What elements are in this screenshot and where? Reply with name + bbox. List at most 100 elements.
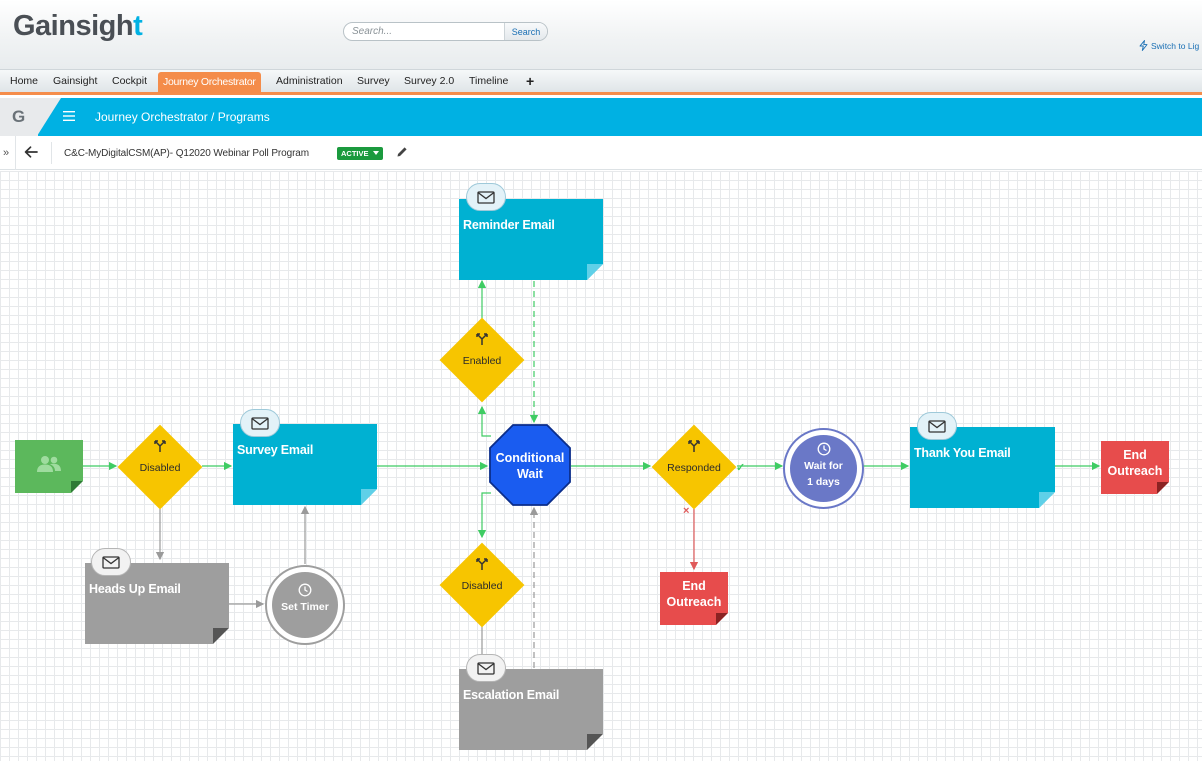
tab-survey[interactable]: Survey <box>357 75 390 87</box>
gainsight-logo[interactable]: Gainsight <box>13 10 143 43</box>
logo-text: Gainsigh <box>13 10 134 42</box>
tab-administration[interactable]: Administration <box>276 75 343 87</box>
condition-label: Disabled <box>461 580 503 592</box>
condition-disabled-start[interactable]: Disabled <box>117 424 203 510</box>
heads-up-email-node[interactable]: Heads Up Email <box>85 563 229 644</box>
timer-inner <box>272 572 338 638</box>
tab-journey-orchestrator[interactable]: Journey Orchestrator <box>158 72 261 93</box>
app-bar: G Journey Orchestrator / Programs <box>0 98 1202 136</box>
search-box: Search <box>343 22 548 41</box>
lightning-icon <box>1139 40 1148 51</box>
tab-survey-2[interactable]: Survey 2.0 <box>404 75 455 87</box>
toolbar-divider <box>51 142 52 164</box>
node-fold <box>587 264 603 280</box>
start-node[interactable] <box>15 440 83 493</box>
end-line1: End <box>1123 448 1147 462</box>
envelope-icon <box>477 661 495 675</box>
conditional-wait-label: Conditional Wait <box>489 450 571 482</box>
thank-you-email-badge <box>917 412 957 440</box>
end-line1: End <box>682 579 706 593</box>
reminder-email-node[interactable]: Reminder Email <box>459 199 603 280</box>
conditional-wait-line2: Wait <box>517 467 543 481</box>
wait-label: Wait for 1 days <box>785 458 862 490</box>
switch-link-label: Switch to Lig <box>1151 41 1200 51</box>
toolbar-divider <box>15 136 16 170</box>
end-line2: Outreach <box>1107 464 1163 478</box>
condition-responded[interactable]: Responded <box>651 424 737 510</box>
app-logo-letter: G <box>12 107 26 126</box>
search-button[interactable]: Search <box>504 23 547 40</box>
edge-wait-disabled2 <box>477 492 491 539</box>
email-node-title: Thank You Email <box>914 446 1011 460</box>
conditional-wait-line1: Conditional <box>495 451 565 465</box>
caret-down-icon <box>372 151 379 155</box>
edge-wait-enabled <box>477 405 491 437</box>
node-fold <box>361 489 377 505</box>
connector-lines <box>83 279 1101 668</box>
envelope-icon <box>477 190 495 204</box>
journey-canvas[interactable]: ✓ × Disabled Enabled Disabled <box>0 171 1202 761</box>
back-arrow-icon[interactable] <box>24 146 38 158</box>
cross-icon: × <box>683 505 690 517</box>
tab-home[interactable]: Home <box>10 75 39 87</box>
email-node-title: Survey Email <box>237 443 314 457</box>
app-logo-block-edge <box>37 98 61 136</box>
search-input[interactable] <box>344 23 506 40</box>
node-fold <box>716 613 728 625</box>
email-node-title: Escalation Email <box>463 688 560 702</box>
node-fold <box>587 734 603 750</box>
envelope-icon <box>928 419 946 433</box>
branch-icon <box>688 440 700 452</box>
branch-icon <box>154 440 166 452</box>
conditional-wait-node[interactable] <box>489 424 571 506</box>
participants-icon <box>36 455 62 473</box>
app-logo-block[interactable]: G <box>0 98 38 136</box>
add-tab-button[interactable]: + <box>526 73 535 89</box>
email-node-title: Heads Up Email <box>89 582 181 596</box>
program-toolbar: » C&C-MyDigitalCSM(AP)- Q12020 Webinar P… <box>0 136 1202 170</box>
condition-label: Responded <box>667 462 721 474</box>
tab-gainsight[interactable]: Gainsight <box>53 75 98 87</box>
node-fold <box>1157 482 1169 494</box>
branch-icon <box>476 333 488 345</box>
escalation-email-badge <box>466 654 506 682</box>
pencil-edit-icon[interactable] <box>396 146 408 158</box>
switch-to-lightning-link[interactable]: Switch to Lig <box>1139 40 1199 51</box>
clock-icon <box>298 583 312 597</box>
end-outreach-node-right[interactable]: End Outreach <box>1101 441 1169 494</box>
end-line2: Outreach <box>666 595 722 609</box>
expand-panel-icon[interactable]: » <box>3 147 10 159</box>
node-fold <box>71 481 83 493</box>
node-fold <box>1039 492 1055 508</box>
email-node-title: Reminder Email <box>463 218 555 232</box>
wait-line2: 1 days <box>807 476 840 488</box>
condition-label: Enabled <box>462 355 502 367</box>
end-outreach-node-mid[interactable]: End Outreach <box>660 572 728 625</box>
condition-enabled[interactable]: Enabled <box>439 317 525 403</box>
program-title: C&C-MyDigitalCSM(AP)- Q12020 Webinar Pol… <box>64 148 309 159</box>
survey-email-node[interactable]: Survey Email <box>233 424 377 505</box>
set-timer-node[interactable]: Set Timer <box>265 565 345 645</box>
logo-accent-text: t <box>133 10 143 42</box>
tab-timeline[interactable]: Timeline <box>469 75 509 87</box>
tab-cockpit[interactable]: Cockpit <box>112 75 148 87</box>
breadcrumb[interactable]: Journey Orchestrator / Programs <box>95 110 270 124</box>
timer-label: Set Timer <box>281 601 329 613</box>
branch-icon <box>476 558 488 570</box>
clock-icon <box>817 442 831 456</box>
escalation-email-node[interactable]: Escalation Email <box>459 669 603 750</box>
reminder-email-badge <box>466 183 506 211</box>
status-dropdown[interactable]: ACTIVE <box>337 147 383 160</box>
condition-disabled-bottom[interactable]: Disabled <box>439 542 525 628</box>
wait-line1: Wait for <box>804 460 843 472</box>
main-nav: Home Gainsight Cockpit Journey Orchestra… <box>0 70 1202 95</box>
wait-for-node[interactable]: Wait for 1 days <box>783 428 864 509</box>
top-header: Gainsight Search Switch to Lig <box>0 0 1202 70</box>
envelope-icon <box>102 555 120 569</box>
survey-email-badge <box>240 409 280 437</box>
hamburger-menu-icon[interactable] <box>63 111 75 121</box>
check-icon: ✓ <box>736 462 746 474</box>
thank-you-email-node[interactable]: Thank You Email <box>910 427 1055 508</box>
node-fold <box>213 628 229 644</box>
